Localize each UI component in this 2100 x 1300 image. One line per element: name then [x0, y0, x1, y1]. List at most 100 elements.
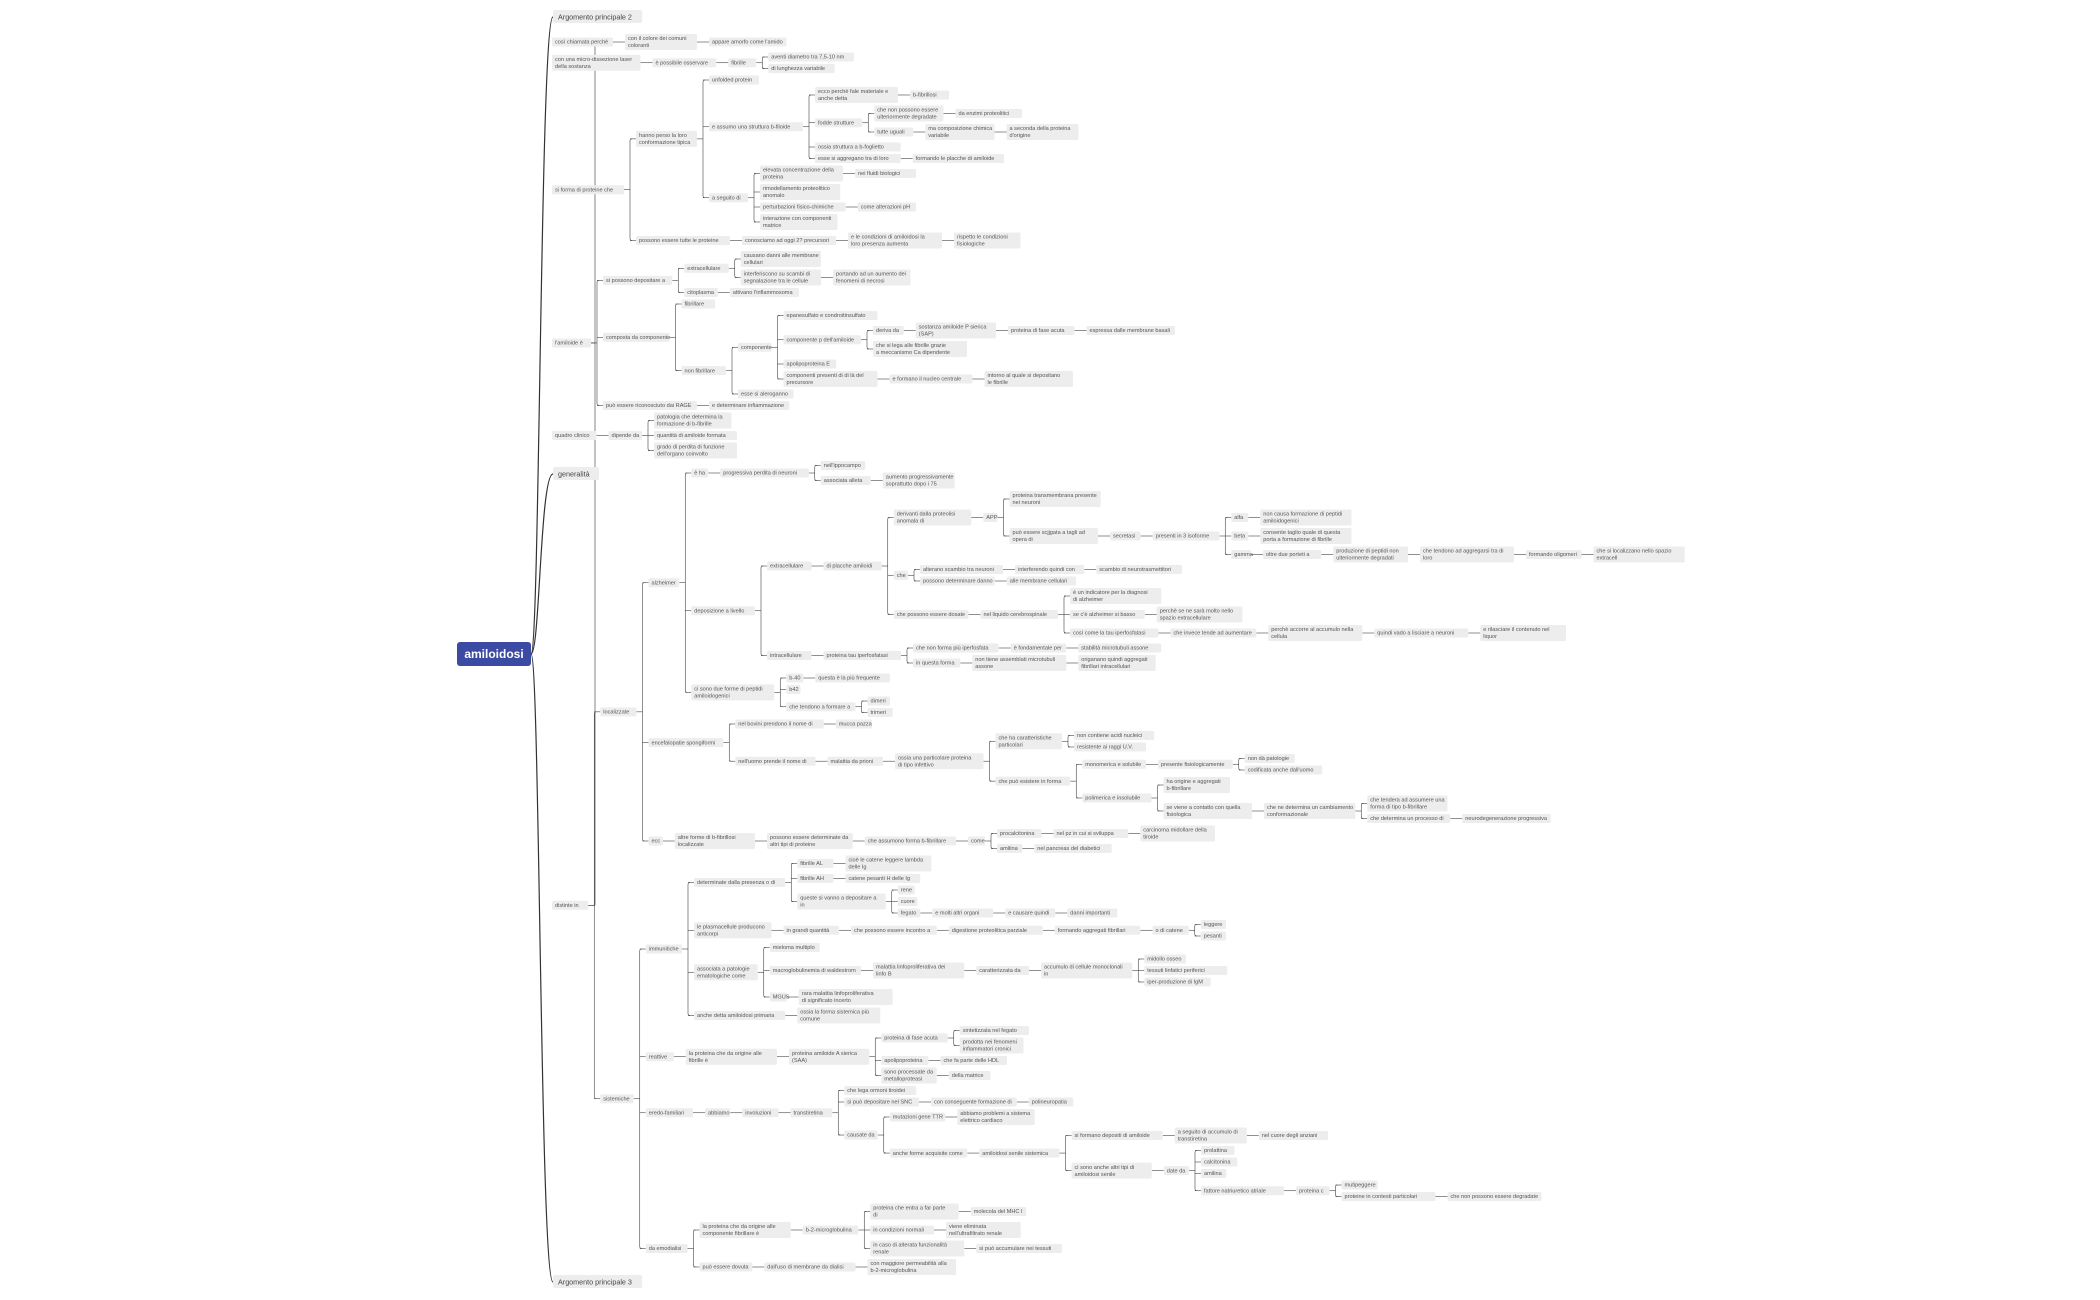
leaf-box[interactable]: [1200, 931, 1226, 941]
leaf-node-resistente-ai-raggi-u-v[interactable]: resistente ai raggi U.V.: [1074, 742, 1146, 752]
leaf-box[interactable]: [1201, 1169, 1227, 1178]
leaf-box[interactable]: [844, 1086, 917, 1095]
leaf-node-polineuropatia[interactable]: polineuropatia: [1028, 1097, 1074, 1107]
topic-box[interactable]: [976, 966, 1029, 975]
topic-box[interactable]: [699, 1222, 791, 1238]
leaf-node-che-lega-ormoni-tiroidei[interactable]: che lega ormoni tiroidei: [844, 1086, 917, 1095]
topic-box[interactable]: [1163, 1166, 1189, 1176]
leaf-box[interactable]: [783, 311, 878, 320]
topic-node-distinte-in[interactable]: distinte in: [552, 900, 589, 910]
leaf-node-codificata-anche-dall-uomo[interactable]: codificata anche dall'uomo: [1244, 765, 1323, 775]
topic-box[interactable]: [874, 105, 944, 122]
leaf-node-amilina[interactable]: amilina: [1201, 1169, 1227, 1178]
topic-node-macroglobulinemia-di-waldestrom[interactable]: macroglobulinemia di waldestrom: [769, 966, 861, 975]
leaf-node-fibrillare[interactable]: fibrillare: [681, 299, 716, 309]
topic-box[interactable]: [1041, 962, 1133, 979]
topic-node-ecc[interactable]: ecc: [648, 836, 663, 846]
leaf-box[interactable]: [984, 371, 1074, 387]
topic-node-ha[interactable]: è ha: [691, 468, 709, 478]
topic-node-polimerica-e-insolubile[interactable]: polimerica e insolubile: [1082, 793, 1152, 803]
topic-node-possibile-osservare[interactable]: è possibile osservare: [652, 58, 717, 68]
topic-node-reattive[interactable]: reattive: [645, 1052, 674, 1062]
leaf-node-sintetizzata-nel-fegato[interactable]: sintetizzata nel fegato: [959, 1026, 1029, 1035]
leaf-node-nel-cuore-degli-anziani[interactable]: nel cuore degli anziani: [1258, 1131, 1328, 1140]
topic-box[interactable]: [802, 1225, 859, 1235]
topic-node-che-pu-esistere-in-forma[interactable]: che può esistere in forma: [995, 776, 1071, 786]
topic-box[interactable]: [1367, 814, 1451, 823]
leaf-node-mutipeggere[interactable]: mutipeggere: [1341, 1180, 1378, 1190]
topic-box[interactable]: [648, 738, 724, 748]
leaf-node-mucca-pazza[interactable]: mucca pazza: [835, 719, 873, 729]
leaf-box[interactable]: [867, 1259, 957, 1275]
leaf-node-pesanti[interactable]: pesanti: [1200, 931, 1226, 941]
topic-box[interactable]: [873, 962, 965, 979]
topic-node-immunitiche[interactable]: immunitiche: [645, 944, 682, 954]
topic-box[interactable]: [844, 1097, 919, 1107]
leaf-node-molecola-del-mhc-i[interactable]: molecola del MHC I: [970, 1207, 1027, 1216]
topic-box[interactable]: [790, 1108, 833, 1118]
main-topic-box[interactable]: [553, 1275, 643, 1288]
topic-box[interactable]: [1071, 1162, 1152, 1179]
main-topic-box[interactable]: [553, 467, 599, 480]
topic-node-che-tendono-a-formare-a[interactable]: che tendono a formare a: [786, 702, 856, 712]
topic-box[interactable]: [1005, 908, 1056, 918]
leaf-node-b-fibrillosi[interactable]: b-fibrillosi: [910, 90, 949, 100]
leaf-box[interactable]: [954, 232, 1021, 249]
topic-node-deriva-da[interactable]: deriva da: [873, 326, 904, 335]
topic-box[interactable]: [968, 836, 985, 846]
leaf-box[interactable]: [833, 269, 911, 286]
topic-box[interactable]: [931, 1097, 1017, 1107]
leaf-box[interactable]: [1006, 576, 1076, 586]
topic-box[interactable]: [1163, 803, 1253, 819]
topic-node-fegato[interactable]: fegato: [897, 908, 921, 918]
leaf-box[interactable]: [1156, 606, 1243, 623]
topic-node-conosciamo-ad-oggi-2-precursori[interactable]: conosciamo ad oggi 2? precursori: [742, 236, 836, 245]
topic-box[interactable]: [889, 1148, 968, 1158]
topic-node-proteina-tau-iperfosfatasi[interactable]: proteina tau iperfosfatasi: [823, 651, 902, 660]
leaf-node-alle-membrane-cellulari[interactable]: alle membrane cellulari: [1006, 576, 1076, 586]
topic-box[interactable]: [1231, 550, 1251, 559]
leaf-box[interactable]: [1074, 731, 1155, 740]
leaf-box[interactable]: [1260, 528, 1352, 544]
topic-node-cos-chiamata-perch[interactable]: così chiamata perchè: [552, 37, 613, 47]
topic-box[interactable]: [694, 922, 772, 939]
leaf-box[interactable]: [654, 431, 737, 440]
topic-box[interactable]: [691, 468, 709, 478]
leaf-box[interactable]: [738, 389, 794, 399]
topic-box[interactable]: [767, 561, 812, 571]
topic-box[interactable]: [603, 332, 670, 342]
topic-node-alterano-scambio-tra-neuroni[interactable]: alterano scambio tra neuroni: [920, 565, 1003, 574]
leaf-node-unfolded-protein[interactable]: unfolded protein: [709, 75, 759, 85]
topic-node-extracellulare[interactable]: extracellulare: [767, 561, 812, 571]
leaf-box[interactable]: [1028, 1097, 1074, 1107]
topic-node-encefalopatie-spongiformi[interactable]: encefalopatie spongiformi: [648, 738, 724, 748]
topic-box[interactable]: [1170, 628, 1257, 638]
topic-node-che-determina-un-processo-di[interactable]: che determina un processo di: [1367, 814, 1451, 823]
topic-node-e-causare-quindi[interactable]: e causare quindi: [1005, 908, 1056, 918]
topic-box[interactable]: [608, 431, 643, 440]
topic-node-e-molti-altri-organi[interactable]: e molti altri organi: [932, 908, 994, 918]
leaf-box[interactable]: [768, 52, 854, 62]
leaf-node-come-alterazioni-ph[interactable]: come alterazioni pH: [857, 202, 916, 212]
leaf-box[interactable]: [1144, 954, 1186, 964]
topic-box[interactable]: [815, 154, 901, 163]
topic-box[interactable]: [995, 776, 1071, 786]
topic-box[interactable]: [691, 606, 755, 616]
leaf-node-nei-fluidi-biologici[interactable]: nei fluidi biologici: [855, 169, 916, 178]
topic-box[interactable]: [995, 733, 1063, 750]
topic-node-proteina-di-fase-acuta[interactable]: proteina di fase acuta: [881, 1033, 948, 1043]
main-topic-box[interactable]: [553, 10, 643, 23]
topic-box[interactable]: [870, 1225, 934, 1235]
topic-node-perturbazioni-fisico-chimiche[interactable]: perturbazioni fisico-chimiche: [760, 202, 846, 212]
